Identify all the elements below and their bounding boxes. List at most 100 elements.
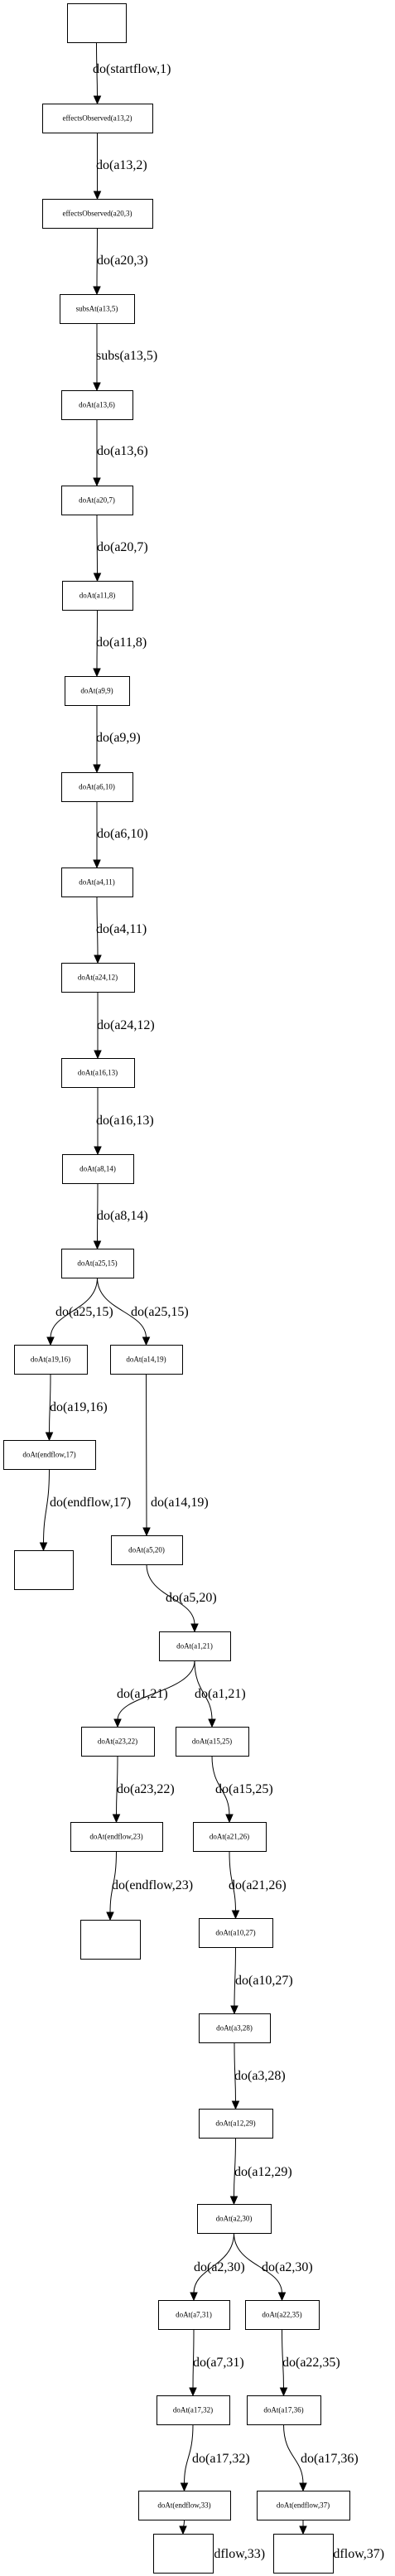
node-box xyxy=(42,104,153,133)
edge-line xyxy=(234,2232,282,2294)
arrowhead-icon xyxy=(93,477,101,487)
edge-n15-n17: do(a14,19) xyxy=(142,1373,209,1537)
arrowhead-icon xyxy=(94,1050,102,1060)
node-label: doAt(a5,20) xyxy=(128,1546,165,1554)
node-n24 xyxy=(80,1920,141,1960)
edge-n1-n2: do(a13,2) xyxy=(93,133,147,201)
node-n31: doAt(a17,32) xyxy=(157,2395,230,2425)
edge-line xyxy=(234,1946,236,2008)
node-n33: doAt(endflow,33) xyxy=(138,2491,231,2520)
edge-line xyxy=(146,1563,195,1626)
node-n13: doAt(a25,15) xyxy=(61,1249,134,1278)
arrowhead-icon xyxy=(106,1911,114,1921)
node-n5: doAt(a20,7) xyxy=(61,486,133,515)
node-box xyxy=(199,2013,271,2043)
node-box xyxy=(42,199,153,229)
node-n22: doAt(endflow,23) xyxy=(70,1822,163,1852)
node-n14: doAt(a19,16) xyxy=(14,1345,88,1375)
edge-line xyxy=(97,1182,99,1243)
edge-n32-n34: do(a17,36) xyxy=(283,2424,359,2492)
edge-label: do(a13,6) xyxy=(97,444,148,458)
node-n19: doAt(a1,21) xyxy=(159,1631,231,1661)
edge-n23-n25: do(a21,26) xyxy=(229,1850,287,1920)
arrowhead-icon xyxy=(277,2292,287,2302)
node-n6: doAt(a11,8) xyxy=(62,581,133,611)
edge-n19-n20: do(a1,21) xyxy=(113,1660,195,1728)
node-label: doAt(a10,27) xyxy=(215,1929,255,1937)
node-label: doAt(a24,12) xyxy=(78,974,118,982)
node-label: doAt(a3,28) xyxy=(216,2024,253,2032)
node-box xyxy=(81,1727,155,1757)
edge-label: do(startflow,1) xyxy=(93,62,171,76)
edges-layer: do(startflow,1)do(a13,2)do(a20,3)subs(a1… xyxy=(39,41,384,2561)
arrowhead-icon xyxy=(230,2005,238,2015)
node-n30: doAt(a22,35) xyxy=(245,2300,320,2330)
node-label: doAt(a14,19) xyxy=(126,1356,166,1364)
node-box xyxy=(61,772,133,802)
edge-line xyxy=(283,2424,304,2485)
edge-n25-n26: do(a10,27) xyxy=(230,1946,293,2015)
edge-line xyxy=(96,514,98,575)
edge-line xyxy=(117,1660,195,1721)
arrowhead-icon xyxy=(179,2525,187,2535)
edge-label: do(a17,32) xyxy=(192,2452,250,2466)
arrowhead-icon xyxy=(279,2387,288,2397)
node-n10: doAt(a24,12) xyxy=(61,963,135,993)
edge-n7-n8: do(a9,9) xyxy=(93,705,141,774)
edge-label: do(a17,36) xyxy=(301,2452,359,2466)
edge-line xyxy=(192,2328,195,2390)
empty-node-box xyxy=(273,2534,334,2574)
node-label: doAt(a12,29) xyxy=(215,2119,255,2128)
edge-n21-n23: do(a15,25) xyxy=(211,1755,273,1824)
arrowhead-icon xyxy=(299,2525,307,2535)
edge-label: do(a22,35) xyxy=(282,2356,340,2370)
edge-label: do(a1,21) xyxy=(195,1687,246,1701)
edge-n10-n11: do(a24,12) xyxy=(94,992,155,1060)
arrowhead-icon xyxy=(93,668,101,678)
node-box xyxy=(65,676,130,706)
edge-n28-n29: do(a2,30) xyxy=(190,2232,245,2302)
node-label: doAt(a16,13) xyxy=(78,1069,118,1077)
edge-line xyxy=(49,1373,51,1434)
edge-n0-n1: do(startflow,1) xyxy=(93,41,171,105)
node-n18 xyxy=(14,1550,74,1590)
edge-n29-n31: do(a7,31) xyxy=(189,2328,244,2397)
node-box xyxy=(60,294,135,324)
node-label: subsAt(a13,5) xyxy=(76,305,118,313)
node-label: doAt(endflow,37) xyxy=(277,2501,330,2510)
node-label: doAt(a13,6) xyxy=(79,401,115,409)
arrowhead-icon xyxy=(190,2292,198,2302)
edge-line xyxy=(109,1850,117,1914)
arrowhead-icon xyxy=(113,1718,122,1728)
edge-line xyxy=(96,896,99,957)
edge-n26-n27: do(a3,28) xyxy=(231,2042,286,2110)
arrowhead-icon xyxy=(93,286,101,296)
arrowhead-icon xyxy=(229,2196,238,2206)
arrowhead-icon xyxy=(225,1814,234,1824)
node-n26: doAt(a3,28) xyxy=(199,2013,271,2043)
edge-n13-n15: do(a25,15) xyxy=(97,1277,189,1346)
node-box xyxy=(61,1058,135,1088)
edge-label: do(a20,7) xyxy=(97,540,148,554)
node-label: doAt(a19,16) xyxy=(31,1356,70,1364)
node-box xyxy=(61,390,133,420)
node-box xyxy=(247,2395,321,2425)
node-box xyxy=(110,1345,183,1375)
arrowhead-icon xyxy=(180,2482,189,2492)
node-box xyxy=(61,963,135,993)
node-box xyxy=(61,868,133,897)
arrowhead-icon xyxy=(231,2100,240,2110)
node-box xyxy=(158,2300,230,2330)
node-box xyxy=(245,2300,320,2330)
node-label: doAt(a15,25) xyxy=(192,1737,232,1746)
edge-label: do(a25,15) xyxy=(55,1305,113,1319)
edge-label: do(a2,30) xyxy=(262,2260,313,2274)
edge-line xyxy=(234,2137,236,2198)
arrowhead-icon xyxy=(45,1432,54,1442)
edge-n30-n32: do(a22,35) xyxy=(279,2328,340,2397)
edge-n3-n4: subs(a13,5) xyxy=(93,323,157,392)
node-label: doAt(a11,8) xyxy=(79,592,115,600)
node-n34: doAt(endflow,37) xyxy=(257,2491,350,2520)
edge-label: do(a16,13) xyxy=(96,1114,154,1128)
